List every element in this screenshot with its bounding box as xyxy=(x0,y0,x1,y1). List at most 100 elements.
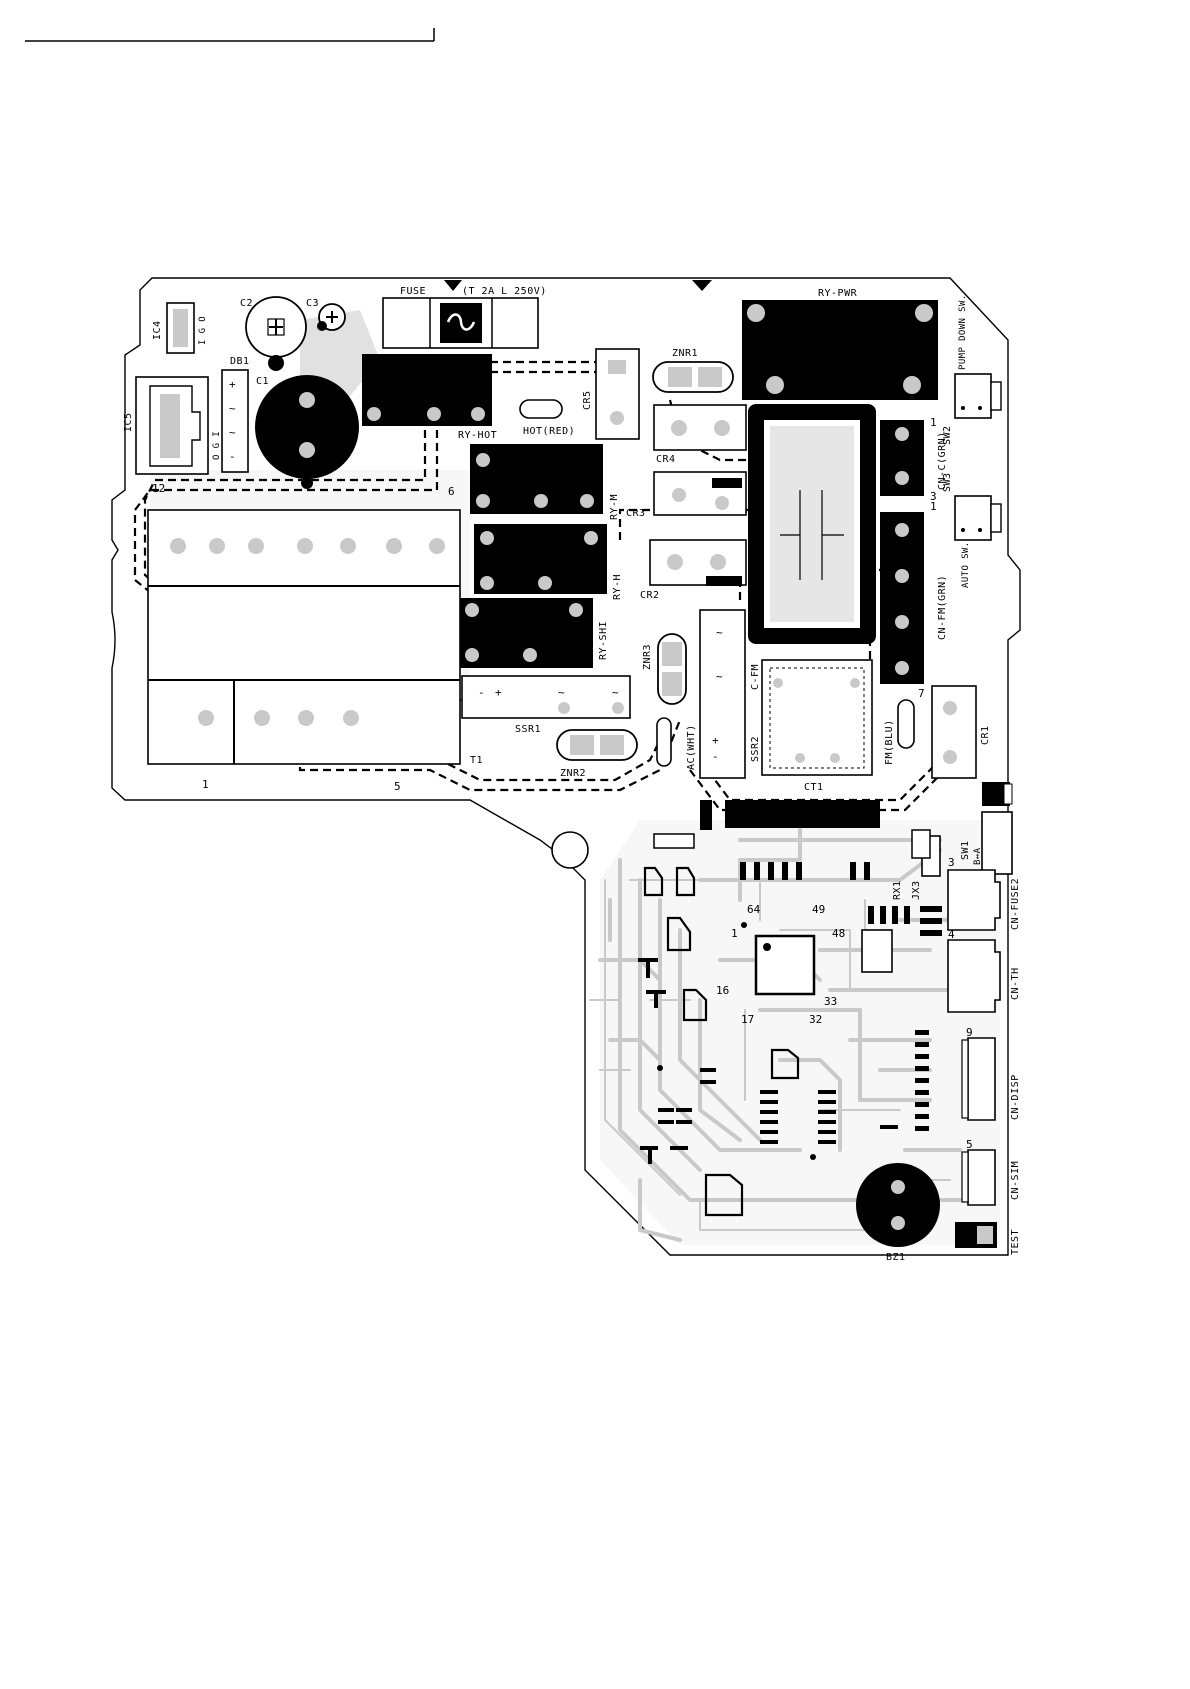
current-transformer-ct1: CT1 xyxy=(761,659,873,793)
svg-text:5: 5 xyxy=(966,1138,973,1151)
capacitor-c2: C2 xyxy=(240,296,307,371)
svg-text:+: + xyxy=(229,378,236,391)
mcu-chip: 64 49 1 48 16 33 17 32 xyxy=(716,903,845,1026)
sw2-label: SW2 xyxy=(942,425,953,445)
svg-text:6: 6 xyxy=(448,485,455,498)
svg-text:12: 12 xyxy=(152,482,165,495)
cr4: CR4 xyxy=(653,404,747,465)
relay-ry-m: RY-M xyxy=(470,444,620,520)
t1-label: T1 xyxy=(470,755,483,766)
marker-triangle xyxy=(444,280,462,291)
connector-cn-th: 4 CN-TH xyxy=(947,928,1021,1013)
pump-down-label: PUMP DOWN SW. xyxy=(958,294,968,370)
test-pad: TEST xyxy=(955,1222,1021,1255)
ssr1: - + ~ ~ SSR1 xyxy=(461,675,631,735)
svg-text:48: 48 xyxy=(832,927,845,940)
ic5-regulator: IC5 O G I xyxy=(123,376,222,475)
svg-text:~: ~ xyxy=(612,686,619,699)
svg-text:~: ~ xyxy=(558,686,565,699)
fuse: FUSE (T 2A L 250V) xyxy=(382,286,547,349)
c2-label: C2 xyxy=(240,298,253,309)
svg-text:32: 32 xyxy=(809,1013,822,1026)
ry-pwr-label: RY-PWR xyxy=(818,288,858,299)
connector-cn-fuse2: 3 CN-FUSE2 xyxy=(947,856,1021,931)
bus-bar xyxy=(725,800,880,828)
svg-text:~: ~ xyxy=(716,626,723,639)
svg-text:1: 1 xyxy=(731,927,738,940)
cr2-label: CR2 xyxy=(640,590,660,601)
svg-text:64: 64 xyxy=(747,903,761,916)
cn-sim-label: CN-SIM xyxy=(1010,1161,1021,1200)
ry-hot-label: RY-HOT xyxy=(458,430,497,441)
svg-text:33: 33 xyxy=(824,995,837,1008)
relay-ry-h: RY-H xyxy=(474,524,623,600)
capacitor-c3: C3 xyxy=(306,298,346,331)
svg-text:9: 9 xyxy=(966,1026,973,1039)
c1-label: C1 xyxy=(256,376,269,387)
svg-text:49: 49 xyxy=(812,903,825,916)
znr1: ZNR1 xyxy=(652,348,734,393)
cn-c-label: CN-C(GRN) xyxy=(937,431,948,490)
svg-text:17: 17 xyxy=(741,1013,754,1026)
svg-text:3: 3 xyxy=(948,856,955,869)
svg-text:5: 5 xyxy=(394,780,401,793)
svg-text:~: ~ xyxy=(229,402,236,415)
mounting-hole xyxy=(551,831,589,869)
db1-label: DB1 xyxy=(230,356,250,367)
fuse-rating-label: (T 2A L 250V) xyxy=(462,286,547,297)
ry-h-label: RY-H xyxy=(612,574,623,600)
cr2: CR2 xyxy=(640,539,747,601)
connector-cn-fm: CN-FM(GRN) 7 xyxy=(880,512,948,700)
switch-sw3-auto: SW3 AUTO SW. xyxy=(942,472,1002,588)
cr3: CR3 xyxy=(626,471,747,519)
connector-cn-disp: 9 CN-DISP xyxy=(961,1026,1021,1121)
svg-text:1: 1 xyxy=(930,500,937,513)
main-capacitor-frame xyxy=(748,404,876,644)
rx1-label: RX1 xyxy=(892,880,903,900)
switch-sw2-pump-down: SW2 PUMP DOWN SW. xyxy=(942,294,1002,445)
svg-text:1: 1 xyxy=(930,416,937,429)
relay-ry-hot: RY-HOT xyxy=(362,354,497,441)
cr4-label: CR4 xyxy=(656,454,676,465)
cn-fm-label: CN-FM(GRN) xyxy=(937,575,948,640)
hot-red-label: HOT(RED) xyxy=(523,426,575,437)
znr1-label: ZNR1 xyxy=(672,348,698,359)
ic4-label: IC4 xyxy=(152,320,163,340)
cr1: CR1 xyxy=(931,685,991,779)
transformer-t1: 12 6 1 5 T1 xyxy=(147,482,483,793)
auto-sw-label: AUTO SW. xyxy=(961,541,971,588)
svg-text:3: 3 xyxy=(930,490,937,503)
cr1-label: CR1 xyxy=(980,725,991,745)
znr2-label: ZNR2 xyxy=(560,768,586,779)
bz1-label: BZ1 xyxy=(886,1252,906,1263)
sw3-label: SW3 xyxy=(942,472,953,492)
cr5-label: CR5 xyxy=(582,390,593,410)
fuse-label: FUSE xyxy=(400,286,426,297)
ic5-pins-label: O G I xyxy=(212,431,222,460)
ic4-pins-label: I G O xyxy=(198,316,208,345)
header-rule xyxy=(25,28,435,42)
svg-text:+: + xyxy=(712,734,719,747)
svg-text:~: ~ xyxy=(716,670,723,683)
svg-text:16: 16 xyxy=(716,984,729,997)
buzzer-bz1: BZ1 xyxy=(856,1163,940,1263)
test-label: TEST xyxy=(1010,1229,1021,1255)
connector-cn-sim: 5 CN-SIM xyxy=(961,1138,1021,1206)
c3-label: C3 xyxy=(306,298,319,309)
cr3-label: CR3 xyxy=(626,508,646,519)
marker-triangle xyxy=(692,280,712,291)
bus-bar xyxy=(700,800,712,830)
fm-blu-label: FM(BLU) xyxy=(884,719,895,765)
svg-text:-: - xyxy=(712,750,719,763)
fm-blu-connector: FM(BLU) xyxy=(884,699,915,765)
znr3-label: ZNR3 xyxy=(642,644,653,670)
cn-th-label: CN-TH xyxy=(1010,967,1021,1000)
cn-disp-label: CN-DISP xyxy=(1010,1074,1021,1120)
cr5: CR5 xyxy=(582,348,640,440)
ry-shi-label: RY-SHI xyxy=(598,621,609,660)
smd-components xyxy=(638,829,942,1217)
svg-text:7: 7 xyxy=(918,687,925,700)
svg-text:~: ~ xyxy=(229,426,236,439)
hot-red-connector: HOT(RED) xyxy=(519,399,575,437)
